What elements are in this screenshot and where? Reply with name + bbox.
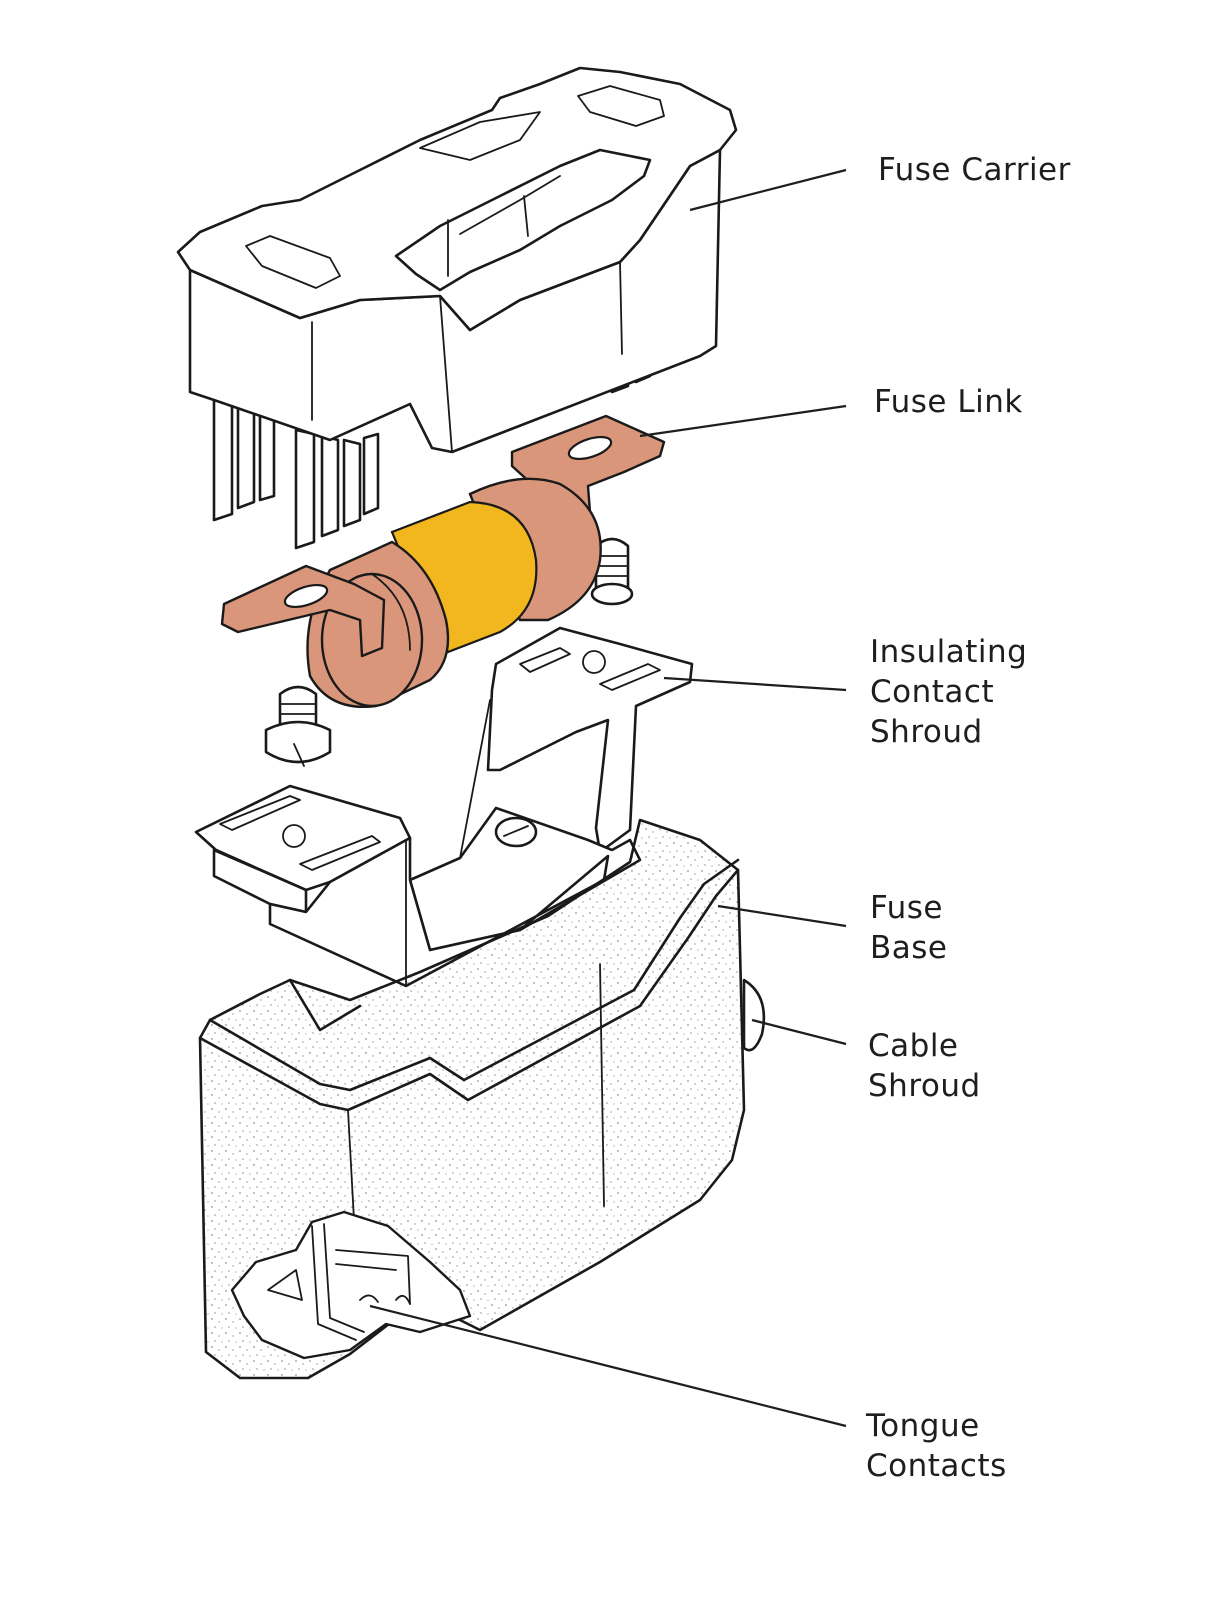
cable-shroud [742, 978, 766, 1052]
shroud-center-screw [494, 816, 538, 848]
label-fuse-link: Fuse Link [874, 384, 1023, 420]
label-cable-shroud: Cable Shroud [868, 1028, 981, 1104]
label-insulating-contact-shroud: Insulating Contact Shroud [870, 634, 1028, 750]
leader-fuse-carrier [689, 168, 847, 212]
label-fuse-carrier: Fuse Carrier [878, 152, 1071, 188]
leader-tongue-contacts [369, 1304, 847, 1428]
fuse-link-left-tag [220, 564, 386, 658]
leader-insulating-contact-shroud [663, 676, 847, 692]
carrier-top-deck [176, 66, 738, 332]
carrier-left-blades [212, 398, 380, 550]
label-fuse-base: Fuse Base [870, 890, 948, 966]
tongue-contacts [230, 1210, 472, 1360]
fuse-carrier [176, 66, 738, 550]
leader-fuse-link [639, 404, 847, 438]
screw-left [264, 685, 332, 767]
leader-cable-shroud [751, 1018, 847, 1046]
leader-lines [369, 168, 847, 1428]
label-tongue-contacts: Tongue Contacts [866, 1408, 1007, 1484]
screw-right [590, 537, 634, 606]
insulating-contact-shroud [194, 626, 694, 988]
fuse-link [220, 414, 666, 767]
leader-fuse-base [717, 904, 847, 928]
carrier-handle-opening [394, 148, 652, 292]
